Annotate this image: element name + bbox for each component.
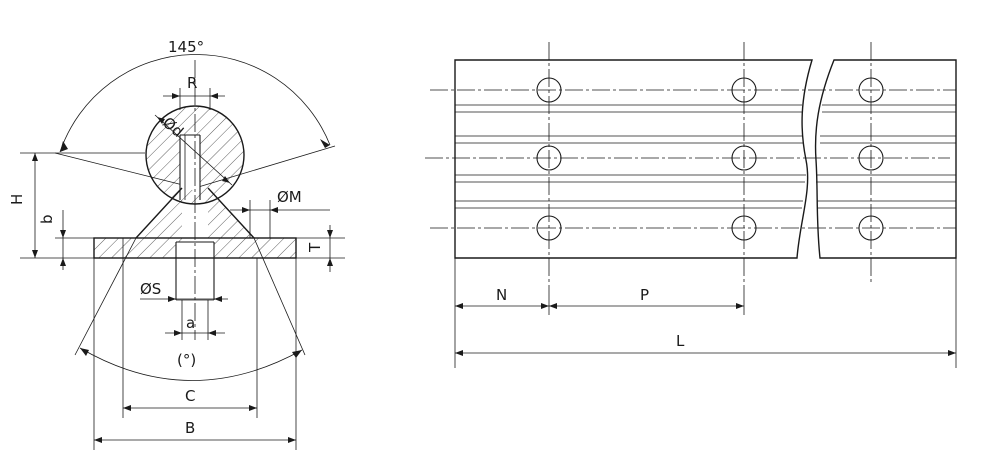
- s-label: ØS: [140, 280, 161, 298]
- rail-lines: [455, 104, 956, 209]
- n-dimension: N: [455, 286, 549, 309]
- m-dimension: ØM: [230, 188, 330, 238]
- t-dimension: T: [306, 225, 333, 272]
- p-dimension: P: [549, 286, 744, 309]
- c-dimension: C: [122, 258, 258, 418]
- h-label: H: [8, 194, 26, 205]
- base-section: [93, 187, 297, 301]
- tilt-angle-dimension: (°): [74, 237, 306, 381]
- b-width-dimension: B: [93, 258, 297, 450]
- l-dimension: L: [455, 332, 956, 356]
- c-label: C: [185, 387, 195, 405]
- n-label: N: [496, 286, 507, 304]
- tilt-angle-label: (°): [177, 351, 196, 369]
- l-label: L: [676, 332, 685, 350]
- r-dimension: R: [163, 74, 225, 110]
- p-label: P: [640, 286, 649, 304]
- angle-145-dimension: 145°: [54, 38, 336, 189]
- t-label: T: [306, 242, 324, 253]
- a-dimension: a: [165, 300, 225, 340]
- h-dimension: H: [8, 153, 38, 258]
- a-label: a: [186, 314, 195, 332]
- b-dimension: b: [38, 210, 66, 270]
- angle-145-label: 145°: [168, 38, 204, 56]
- r-label: R: [187, 74, 197, 92]
- rail-view: N P L: [425, 42, 957, 368]
- s-dimension: ØS: [140, 280, 228, 302]
- m-label: ØM: [277, 188, 302, 206]
- b-label: b: [38, 214, 56, 224]
- b-width-label: B: [185, 419, 195, 437]
- mounting-holes: [536, 77, 884, 241]
- section-view: 145° R Ød: [8, 38, 345, 450]
